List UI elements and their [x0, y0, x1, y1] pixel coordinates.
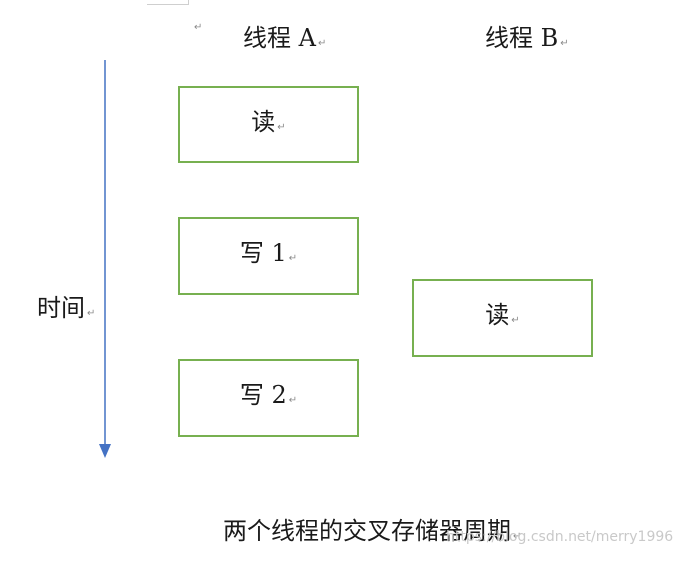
paragraph-mark: ↵ — [560, 38, 569, 49]
step-label: 读↵ — [251, 107, 286, 136]
step-label: 读↵ — [485, 301, 520, 329]
paragraph-mark: ↵ — [87, 308, 96, 319]
document-corner-fragment — [147, 0, 189, 5]
paragraph-mark: ↵ — [513, 531, 522, 542]
diagram-caption: 两个线程的交叉存储器周期↵ — [223, 517, 521, 551]
watermark: https://blog.csdn.net/merry1996 — [446, 529, 674, 545]
thread-b-header: 线程 B↵ — [485, 24, 569, 58]
thread-a-step-write-2: 写 2↵ — [178, 359, 359, 437]
step-label: 写 2↵ — [239, 381, 298, 409]
thread-a-header-label: 线程 A — [243, 24, 316, 52]
thread-a-step-write-1: 写 1↵ — [178, 217, 359, 295]
time-arrow-head — [99, 444, 111, 458]
thread-a-step-read: 读↵ — [178, 86, 359, 163]
step-label: 写 1↵ — [239, 239, 298, 267]
diagram-caption-text: 两个线程的交叉存储器周期 — [223, 517, 511, 545]
paragraph-mark: ↵ — [194, 22, 203, 33]
thread-a-header: 线程 A↵ — [243, 24, 326, 58]
time-label: 时间↵ — [37, 294, 95, 328]
time-arrow — [99, 60, 111, 458]
thread-b-header-label: 线程 B — [485, 24, 559, 52]
time-label-text: 时间 — [37, 294, 85, 322]
paragraph-mark: ↵ — [317, 38, 327, 49]
thread-b-step-read: 读↵ — [412, 279, 593, 357]
